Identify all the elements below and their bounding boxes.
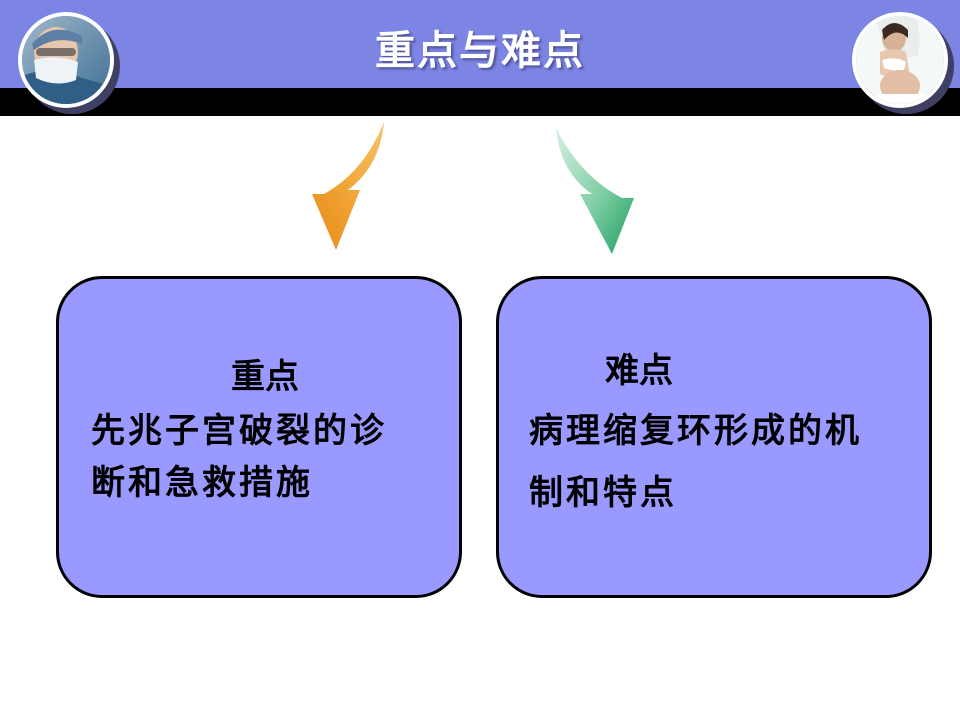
header-bar xyxy=(0,88,960,116)
key-point-heading: 重点 xyxy=(231,357,299,397)
curved-arrow-down-icon xyxy=(312,122,384,250)
key-point-box: 重点 先兆子宫破裂的诊 断和急救措施 xyxy=(56,276,462,598)
header-band xyxy=(0,0,960,88)
slide-title: 重点与难点 xyxy=(375,27,585,74)
difficult-point-line-2: 制和特点 xyxy=(529,473,677,513)
key-point-line-1: 先兆子宫破裂的诊 xyxy=(91,411,387,451)
difficult-point-heading: 难点 xyxy=(605,351,673,391)
difficult-point-box: 难点 病理缩复环形成的机 制和特点 xyxy=(496,276,932,598)
difficult-point-line-1: 病理缩复环形成的机 xyxy=(529,411,862,451)
key-point-line-2: 断和急救措施 xyxy=(91,463,313,503)
doctor-photo xyxy=(18,12,114,108)
curved-arrow-down-icon xyxy=(556,128,634,254)
pregnant-woman-photo xyxy=(852,12,948,108)
